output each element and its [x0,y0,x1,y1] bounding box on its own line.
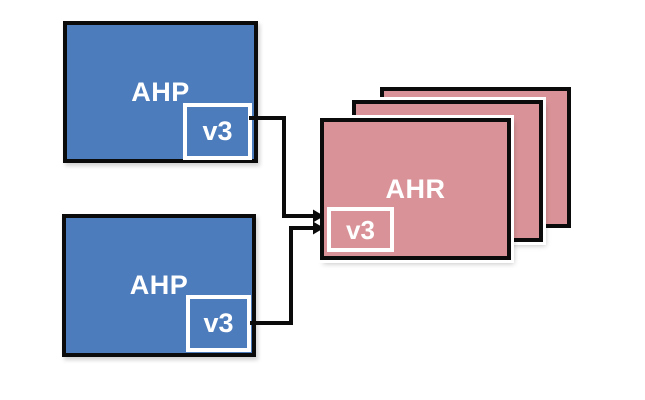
ahp-bottom-version-tag: v3 [186,295,251,352]
ahp-top-version-tag-label: v3 [202,116,233,146]
ahp-top-label: AHP [131,76,190,107]
connector-top-ahp-to-ahr [249,116,314,218]
ahr-box: AHR v3 [320,118,511,260]
ahp-bottom-version-tag-label: v3 [203,308,234,338]
ahp-top-version-tag: v3 [183,103,252,160]
connector-bottom-ahp-to-ahr [250,226,314,325]
ahr-version-tag: v3 [327,207,394,252]
ahr-label: AHR [385,173,446,204]
ahp-bottom-box: AHP v3 [62,214,256,357]
ahr-version-tag-label: v3 [346,214,375,245]
ahp-bottom-label: AHP [129,270,189,300]
ahp-top-box: AHP v3 [63,21,258,163]
